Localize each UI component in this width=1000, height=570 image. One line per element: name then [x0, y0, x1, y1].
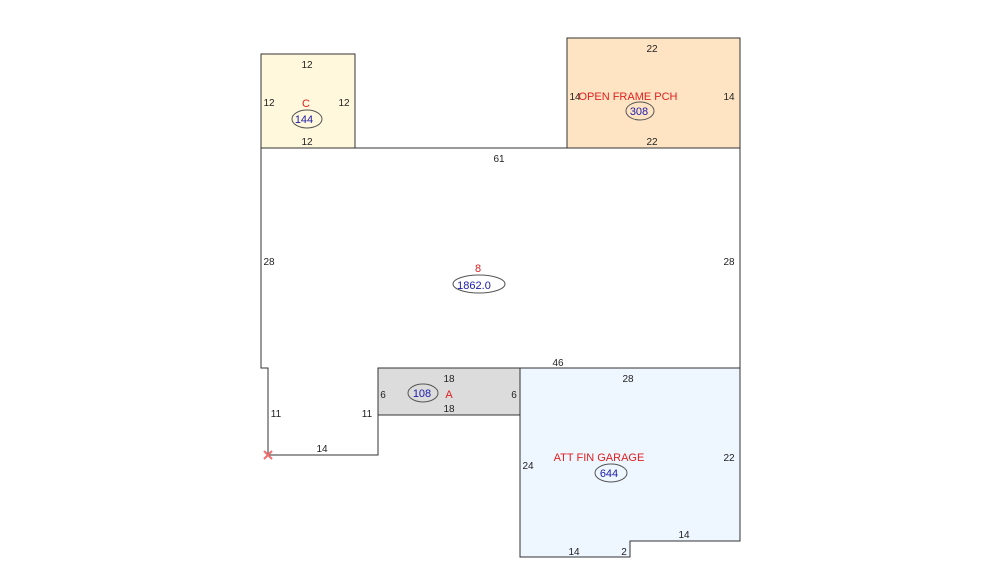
area-garage-dim-right: 22 — [723, 453, 735, 464]
area-main-dim-right: 28 — [723, 257, 735, 268]
area-garage-ellipse — [594, 463, 628, 483]
area-a[interactable]: 18 6 6 18 A 108 — [377, 367, 521, 416]
area-a-dim-top: 18 — [443, 374, 455, 385]
area-porch-ellipse — [625, 101, 655, 121]
area-c-dim-left: 12 — [263, 98, 275, 109]
area-main-dim-left: 28 — [263, 257, 275, 268]
area-a-dim-left: 6 — [380, 390, 386, 401]
area-porch-dim-left: 14 — [569, 92, 581, 103]
area-porch-shape — [566, 37, 741, 149]
area-c-dim-right: 12 — [338, 98, 350, 109]
area-c-dim-top: 12 — [301, 60, 313, 71]
area-garage-label: ATT FIN GARAGE — [554, 452, 645, 464]
area-a-area: 108 — [413, 388, 431, 400]
area-c-label: C — [302, 98, 310, 110]
area-main-dim-notch-right: 11 — [362, 409, 373, 420]
area-open-frame-porch[interactable]: 22 14 14 22 OPEN FRAME PCH 308 — [566, 37, 741, 149]
area-garage-area: 644 — [600, 468, 618, 480]
x-icon — [263, 450, 273, 460]
area-garage-dim-bottom-right: 14 — [678, 530, 690, 541]
area-porch-dim-bottom: 22 — [646, 137, 658, 148]
area-porch-label: OPEN FRAME PCH — [578, 91, 677, 103]
area-c-area: 144 — [295, 114, 313, 126]
area-garage-dim-top: 28 — [622, 374, 634, 385]
area-garage-shape — [519, 367, 741, 558]
area-garage-dim-step: 2 — [621, 547, 627, 558]
area-att-fin-garage[interactable]: 28 24 22 14 2 14 ATT FIN GARAGE 644 — [519, 367, 741, 558]
area-main-label: 8 — [475, 263, 481, 275]
area-main-dim-notch-bottom: 14 — [316, 444, 328, 455]
area-garage-dim-left: 24 — [522, 461, 534, 472]
area-porch-area: 308 — [630, 106, 648, 118]
area-main-shape — [260, 147, 741, 456]
area-porch-dim-right: 14 — [723, 92, 735, 103]
area-a-label: A — [445, 389, 453, 401]
area-c[interactable]: 12 12 12 12 C 144 — [260, 53, 356, 149]
area-main-ellipse — [452, 274, 506, 294]
area-porch-dim-top: 22 — [646, 44, 658, 55]
area-c-ellipse — [291, 109, 323, 129]
area-main-dim-top: 61 — [493, 154, 505, 165]
area-garage-dim-bottom-left: 14 — [568, 547, 580, 558]
area-main-dim-bottom: 46 — [552, 358, 564, 369]
area-a-dim-right: 6 — [511, 390, 517, 401]
area-main-dim-notch-left: 11 — [271, 409, 282, 420]
area-a-ellipse — [407, 383, 439, 403]
area-c-shape — [260, 53, 356, 149]
area-a-dim-bottom: 18 — [443, 404, 455, 415]
area-main-area: 1862.0 — [457, 280, 491, 292]
area-c-dim-bottom: 12 — [301, 137, 313, 148]
area-main[interactable]: 61 28 28 46 11 11 14 8 1862.0 — [260, 147, 741, 456]
